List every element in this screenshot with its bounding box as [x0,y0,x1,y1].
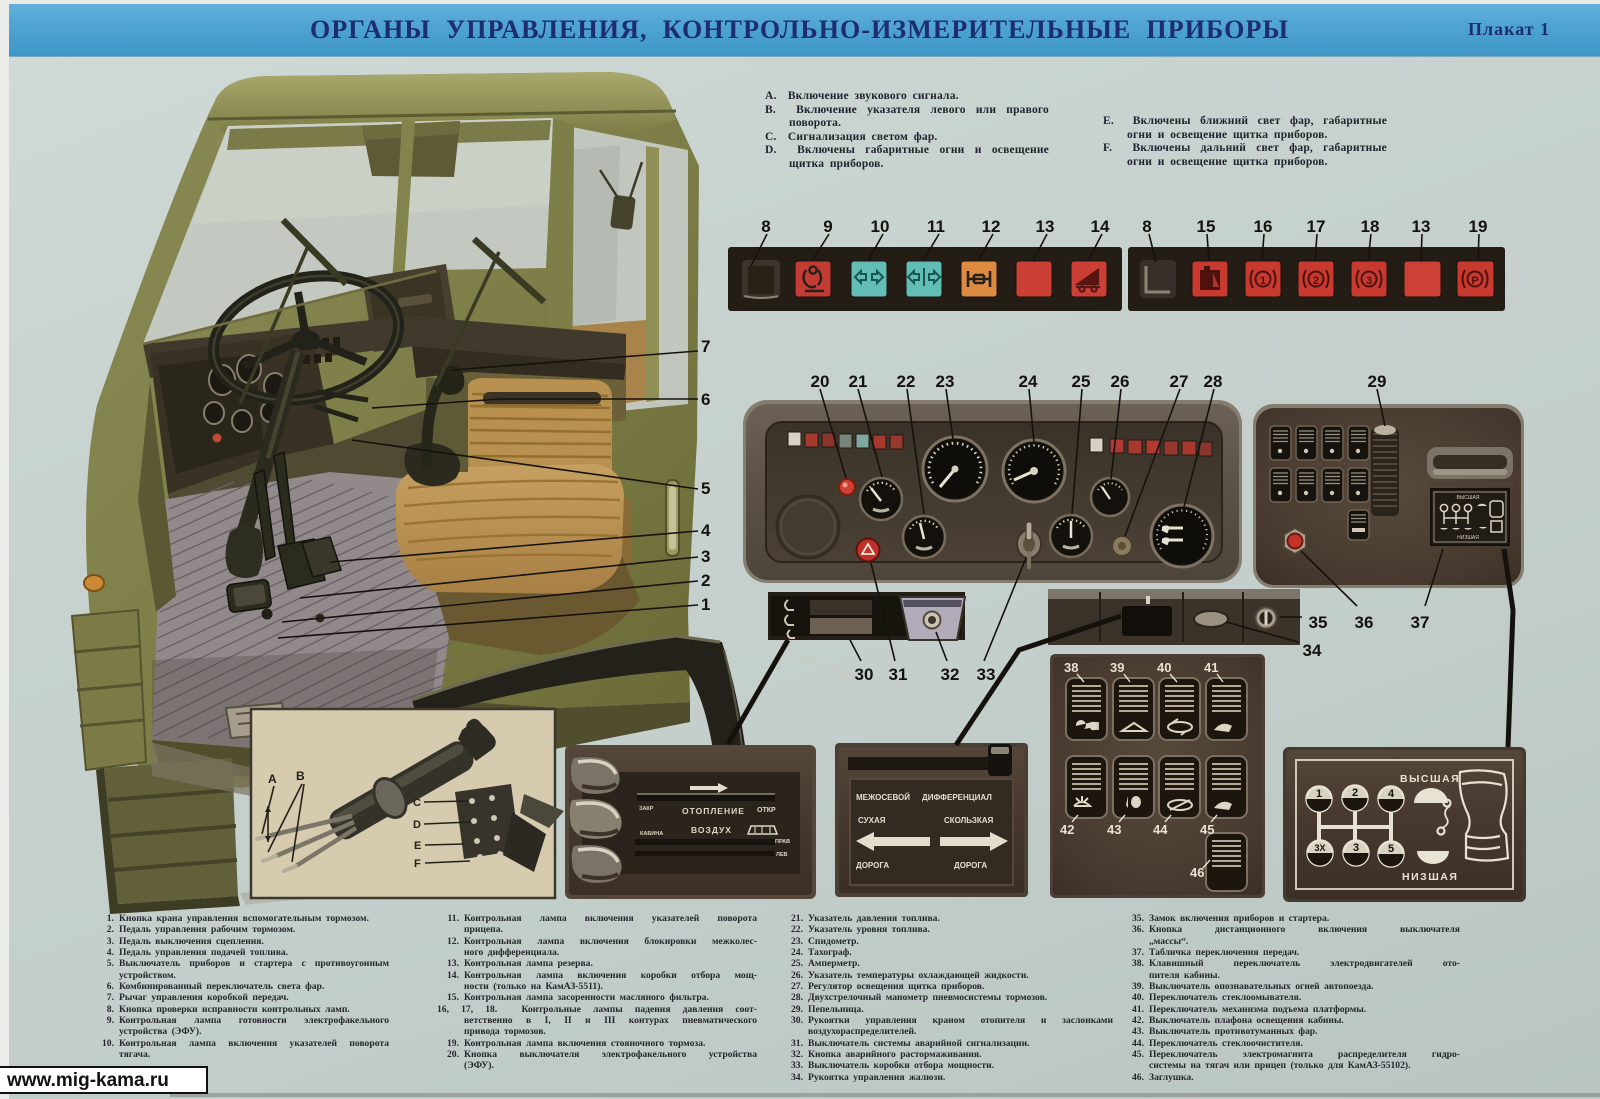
svg-text:24: 24 [1019,372,1038,391]
svg-text:2: 2 [1352,787,1358,799]
svg-text:3: 3 [1353,842,1359,854]
svg-text:23: 23 [936,372,955,391]
svg-text:ДОРОГА: ДОРОГА [856,861,889,870]
svg-text:45: 45 [1200,822,1214,837]
svg-text:КАБИНА: КАБИНА [640,831,663,837]
svg-text:ОТОПЛЕНИЕ: ОТОПЛЕНИЕ [682,806,745,816]
svg-text:МЕЖОСЕВОЙ: МЕЖОСЕВОЙ [856,793,910,802]
svg-text:15: 15 [1197,217,1216,236]
svg-text:27: 27 [1170,372,1189,391]
svg-text:3X: 3X [1314,843,1325,853]
svg-text:34: 34 [1303,641,1322,660]
svg-text:32: 32 [941,665,960,684]
svg-text:41: 41 [1204,660,1218,675]
svg-text:37: 37 [1411,613,1430,632]
svg-text:44: 44 [1153,822,1168,837]
svg-text:P: P [1471,275,1478,287]
svg-text:НИЗШАЯ: НИЗШАЯ [1402,871,1458,883]
svg-text:4: 4 [1388,788,1395,800]
svg-text:11: 11 [927,217,945,236]
svg-text:46: 46 [1190,865,1204,880]
svg-text:43: 43 [1107,822,1121,837]
svg-text:20: 20 [811,372,830,391]
svg-text:19: 19 [1469,217,1488,236]
svg-text:B: B [296,769,305,783]
svg-text:ДОРОГА: ДОРОГА [954,861,987,870]
svg-text:СКОЛЬЗКАЯ: СКОЛЬЗКАЯ [944,816,994,825]
svg-text:16: 16 [1254,217,1273,236]
svg-text:31: 31 [889,665,908,684]
svg-text:F: F [414,858,421,870]
svg-text:8: 8 [761,217,770,236]
svg-text:40: 40 [1157,660,1171,675]
svg-text:38: 38 [1064,660,1078,675]
svg-text:5: 5 [701,479,710,498]
svg-text:10: 10 [871,217,890,236]
svg-text:1: 1 [1316,788,1322,800]
svg-text:30: 30 [855,665,874,684]
svg-text:9: 9 [823,217,832,236]
svg-text:НИЗШАЯ: НИЗШАЯ [1457,535,1479,541]
svg-text:29: 29 [1368,372,1387,391]
svg-text:8: 8 [1142,217,1151,236]
svg-text:C: C [413,797,421,809]
svg-text:28: 28 [1204,372,1223,391]
svg-text:2: 2 [701,571,710,590]
svg-text:5: 5 [1388,843,1394,855]
svg-text:14: 14 [1091,217,1110,236]
svg-text:36: 36 [1355,613,1374,632]
svg-text:ВЫСШАЯ: ВЫСШАЯ [1457,495,1480,501]
svg-text:35: 35 [1309,613,1328,632]
svg-text:ВОЗДУХ: ВОЗДУХ [691,825,732,835]
svg-text:3: 3 [1366,275,1372,287]
svg-text:1: 1 [1260,275,1266,287]
svg-text:4: 4 [701,521,711,540]
svg-text:E: E [414,840,421,852]
svg-text:26: 26 [1111,372,1130,391]
svg-text:ЗАКР: ЗАКР [639,806,654,812]
svg-text:22: 22 [897,372,916,391]
svg-text:39: 39 [1110,660,1124,675]
svg-text:18: 18 [1361,217,1380,236]
svg-text:17: 17 [1307,217,1326,236]
svg-text:ВЫСШАЯ: ВЫСШАЯ [1400,773,1460,785]
svg-text:33: 33 [977,665,996,684]
svg-text:ПРАВ: ПРАВ [775,839,790,845]
svg-text:1: 1 [701,595,710,614]
svg-text:13: 13 [1036,217,1055,236]
svg-text:ЛЕВ: ЛЕВ [776,852,788,858]
svg-text:12: 12 [982,217,1001,236]
svg-text:СУХАЯ: СУХАЯ [858,816,886,825]
svg-text:6: 6 [701,390,710,409]
svg-text:D: D [413,819,421,831]
svg-text:A: A [268,772,277,786]
svg-text:42: 42 [1060,822,1074,837]
svg-text:7: 7 [701,337,710,356]
svg-text:21: 21 [849,372,868,391]
svg-text:ДИФФЕРЕНЦИАЛ: ДИФФЕРЕНЦИАЛ [922,793,992,802]
svg-text:13: 13 [1412,217,1431,236]
svg-text:2: 2 [1313,275,1319,287]
svg-text:ОТКР: ОТКР [757,807,776,814]
svg-text:25: 25 [1072,372,1091,391]
svg-text:3: 3 [701,547,710,566]
